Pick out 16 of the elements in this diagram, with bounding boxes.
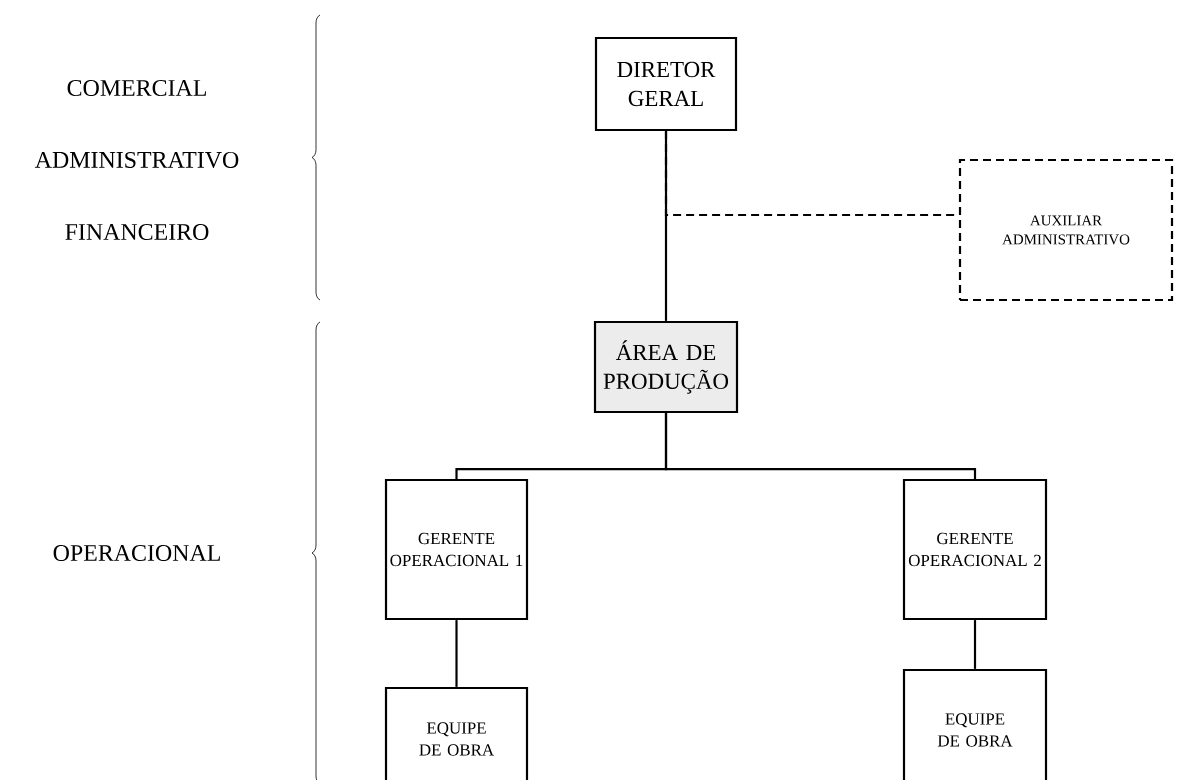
section-label: FINANCEIRO <box>65 223 209 241</box>
connector-line <box>455 620 458 687</box>
connector-line <box>664 413 977 479</box>
box-text: EQUIPE DE OBRA <box>419 722 494 756</box>
section-label: ADMINISTRATIVO <box>34 151 239 169</box>
box: ÁREA DE PRODUÇÃO <box>593 320 739 414</box>
section-label: OPERACIONAL <box>53 544 220 562</box>
box: AUXILIAR ADMINISTRATIVO <box>958 158 1174 302</box>
box-text: EQUIPE DE OBRA <box>937 713 1013 747</box>
box <box>384 686 529 780</box>
box: DIRETOR GERAL <box>594 36 738 132</box>
connector-line <box>973 620 977 669</box>
box: GERENTE OPERACIONAL 1 <box>384 478 529 621</box>
section-label: COMERCIAL <box>67 79 206 97</box>
box <box>902 668 1048 780</box>
box: GERENTE OPERACIONAL 2 <box>902 478 1048 621</box>
